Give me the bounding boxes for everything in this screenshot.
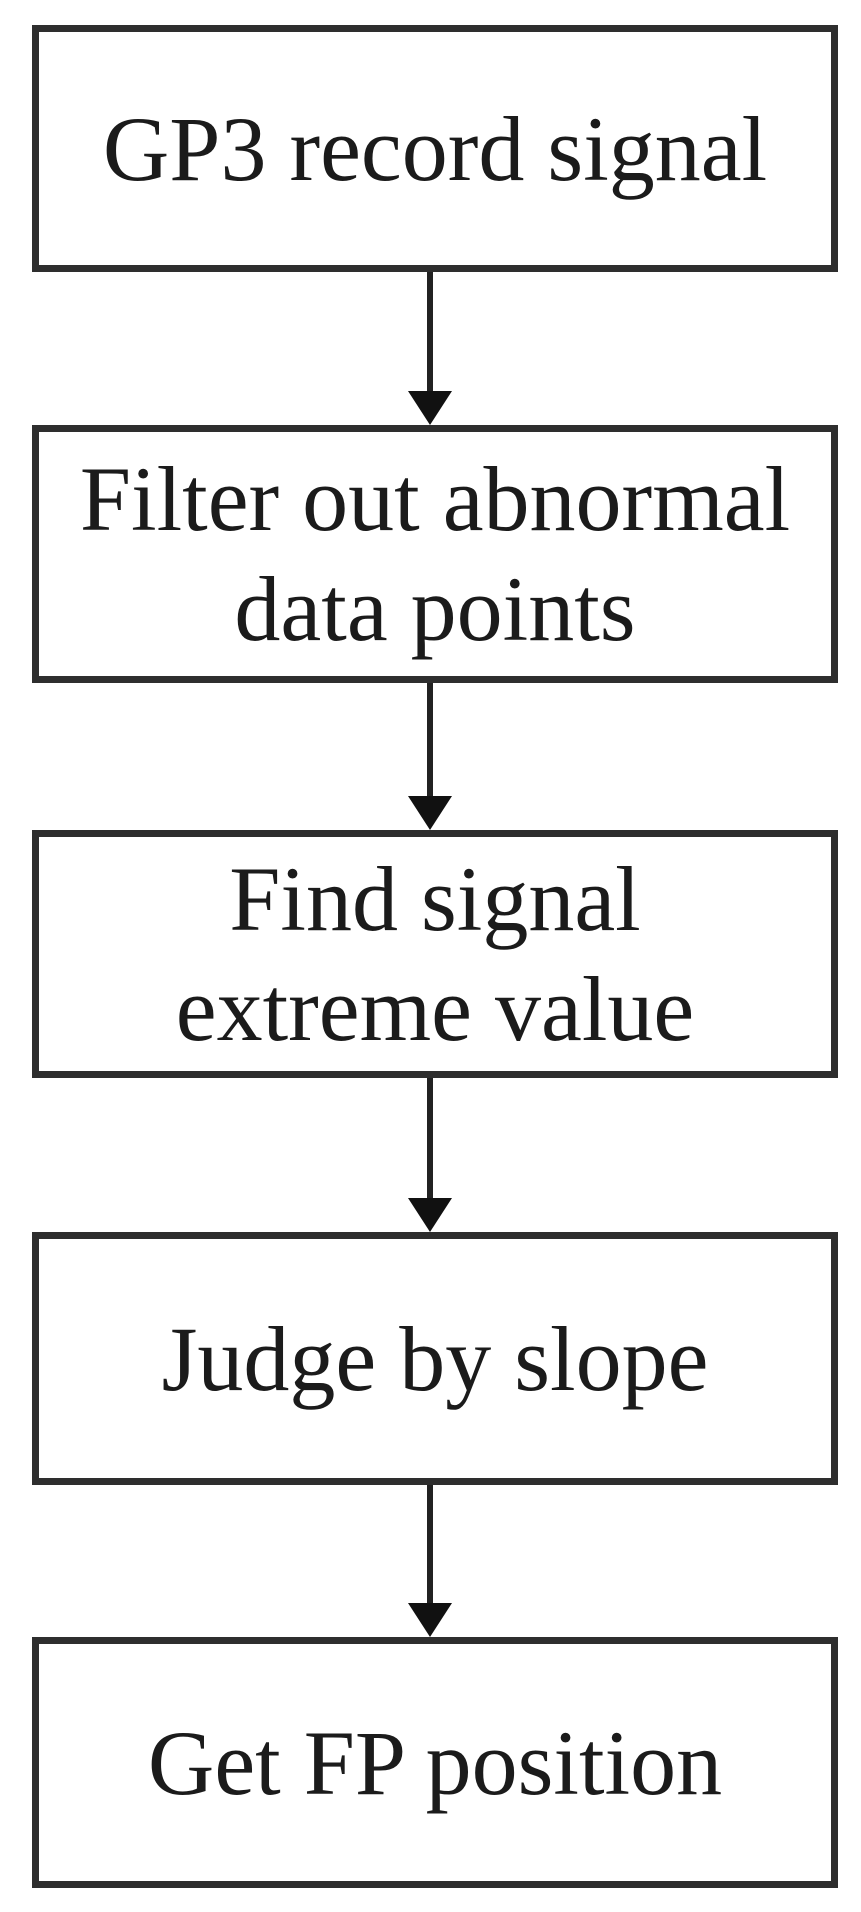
- node-label-line: GP3 record signal: [102, 97, 768, 200]
- node-label-line: Judge by slope: [161, 1307, 709, 1410]
- connector-arrow-3: [408, 1078, 452, 1232]
- node-label-line: extreme value: [175, 958, 695, 1060]
- arrow-line: [427, 272, 433, 395]
- node-label-line: data points: [234, 558, 636, 660]
- connector-arrow-2: [408, 683, 452, 830]
- node-label-line: Get FP position: [147, 1711, 723, 1814]
- flow-node-gp3-record-signal: GP3 record signal: [32, 25, 838, 272]
- flow-node-filter-abnormal: Filter out abnormal data points: [32, 425, 838, 683]
- arrow-down-icon: [408, 796, 452, 830]
- arrow-down-icon: [408, 1198, 452, 1232]
- connector-arrow-1: [408, 272, 452, 425]
- arrow-line: [427, 1485, 433, 1607]
- node-label-line: Filter out abnormal: [79, 448, 791, 550]
- node-label-line: Find signal: [229, 848, 641, 950]
- flow-node-judge-by-slope: Judge by slope: [32, 1232, 838, 1485]
- flow-node-get-fp-position: Get FP position: [32, 1637, 838, 1888]
- arrow-line: [427, 683, 433, 800]
- arrow-down-icon: [408, 1603, 452, 1637]
- flow-node-find-extreme-value: Find signal extreme value: [32, 830, 838, 1078]
- arrow-line: [427, 1078, 433, 1202]
- arrow-down-icon: [408, 391, 452, 425]
- connector-arrow-4: [408, 1485, 452, 1637]
